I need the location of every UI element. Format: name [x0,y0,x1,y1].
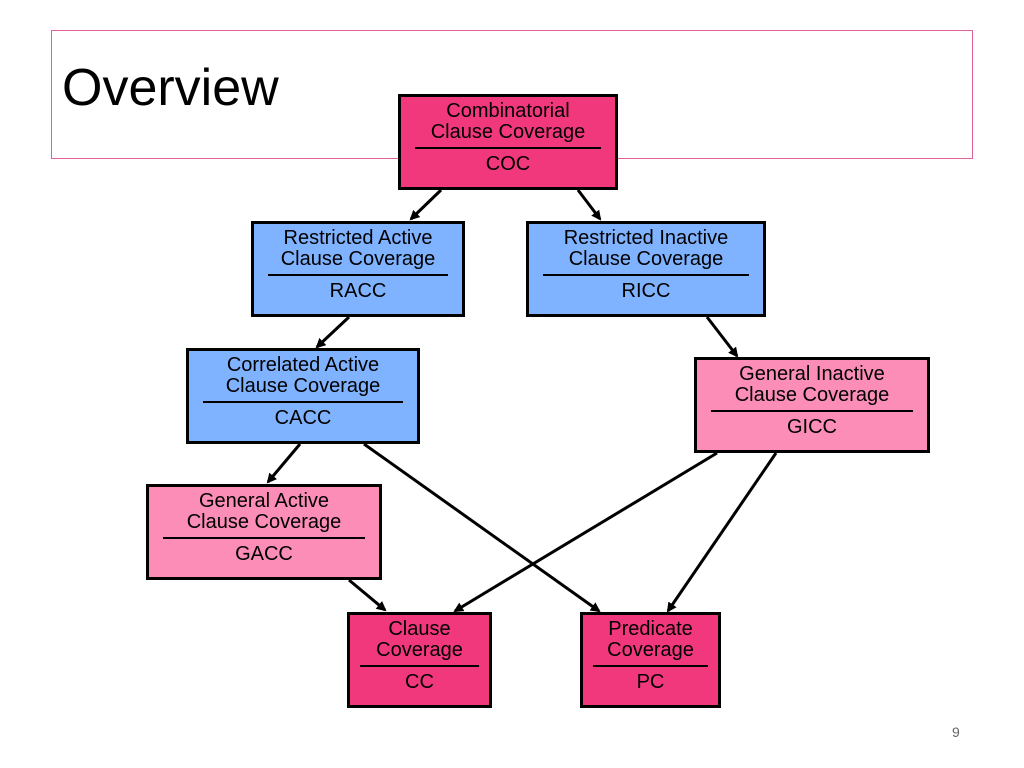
node-gicc-abbr: GICC [787,416,837,438]
node-cc-abbr: CC [405,671,434,693]
node-ricc-divider [543,274,749,276]
slide-title: Overview [62,59,279,117]
node-gacc-abbr: GACC [235,543,293,565]
node-cacc-abbr: CACC [274,407,332,429]
node-coc-name: Combinatorial Clause Coverage [430,100,586,143]
node-gicc: General Inactive Clause Coverage GICC [694,357,930,453]
edge-gicc-pc [666,452,778,613]
node-coc-abbr: COC [485,153,531,175]
edge-ricc-gicc [705,316,739,358]
edge-cacc-gacc [266,443,302,484]
node-gacc: General Active Clause Coverage GACC [146,484,382,580]
page-number: 9 [952,724,960,740]
node-gicc-divider [711,410,913,412]
node-cc-name: Clause Coverage [376,618,463,661]
node-cc: Clause Coverage CC [347,612,492,708]
node-gicc-name: General Inactive Clause Coverage [734,363,890,406]
edge-coc-ricc [576,189,602,221]
node-pc-name: Predicate Coverage [607,618,694,661]
node-racc-divider [268,274,448,276]
node-coc-divider [415,147,601,149]
edge-gicc-cc [453,451,718,613]
node-cacc-name: Correlated Active Clause Coverage [225,354,381,397]
node-cacc-divider [203,401,403,403]
node-cacc: Correlated Active Clause Coverage CACC [186,348,420,444]
edge-racc-cacc [315,315,351,349]
node-ricc-abbr: RICC [621,280,671,302]
node-cc-divider [360,665,479,667]
node-coc: Combinatorial Clause Coverage COC [398,94,618,190]
node-pc-divider [593,665,708,667]
node-ricc-name: Restricted Inactive Clause Coverage [563,227,729,270]
node-racc: Restricted Active Clause Coverage RACC [251,221,465,317]
node-gacc-name: General Active Clause Coverage [186,490,342,533]
node-racc-abbr: RACC [329,280,387,302]
edge-cacc-pc [363,442,601,613]
node-gacc-divider [163,537,365,539]
node-ricc: Restricted Inactive Clause Coverage RICC [526,221,766,317]
node-racc-name: Restricted Active Clause Coverage [280,227,436,270]
node-pc-abbr: PC [636,671,665,693]
edge-coc-racc [409,188,443,221]
node-pc: Predicate Coverage PC [580,612,721,708]
edge-gacc-cc [348,578,387,612]
